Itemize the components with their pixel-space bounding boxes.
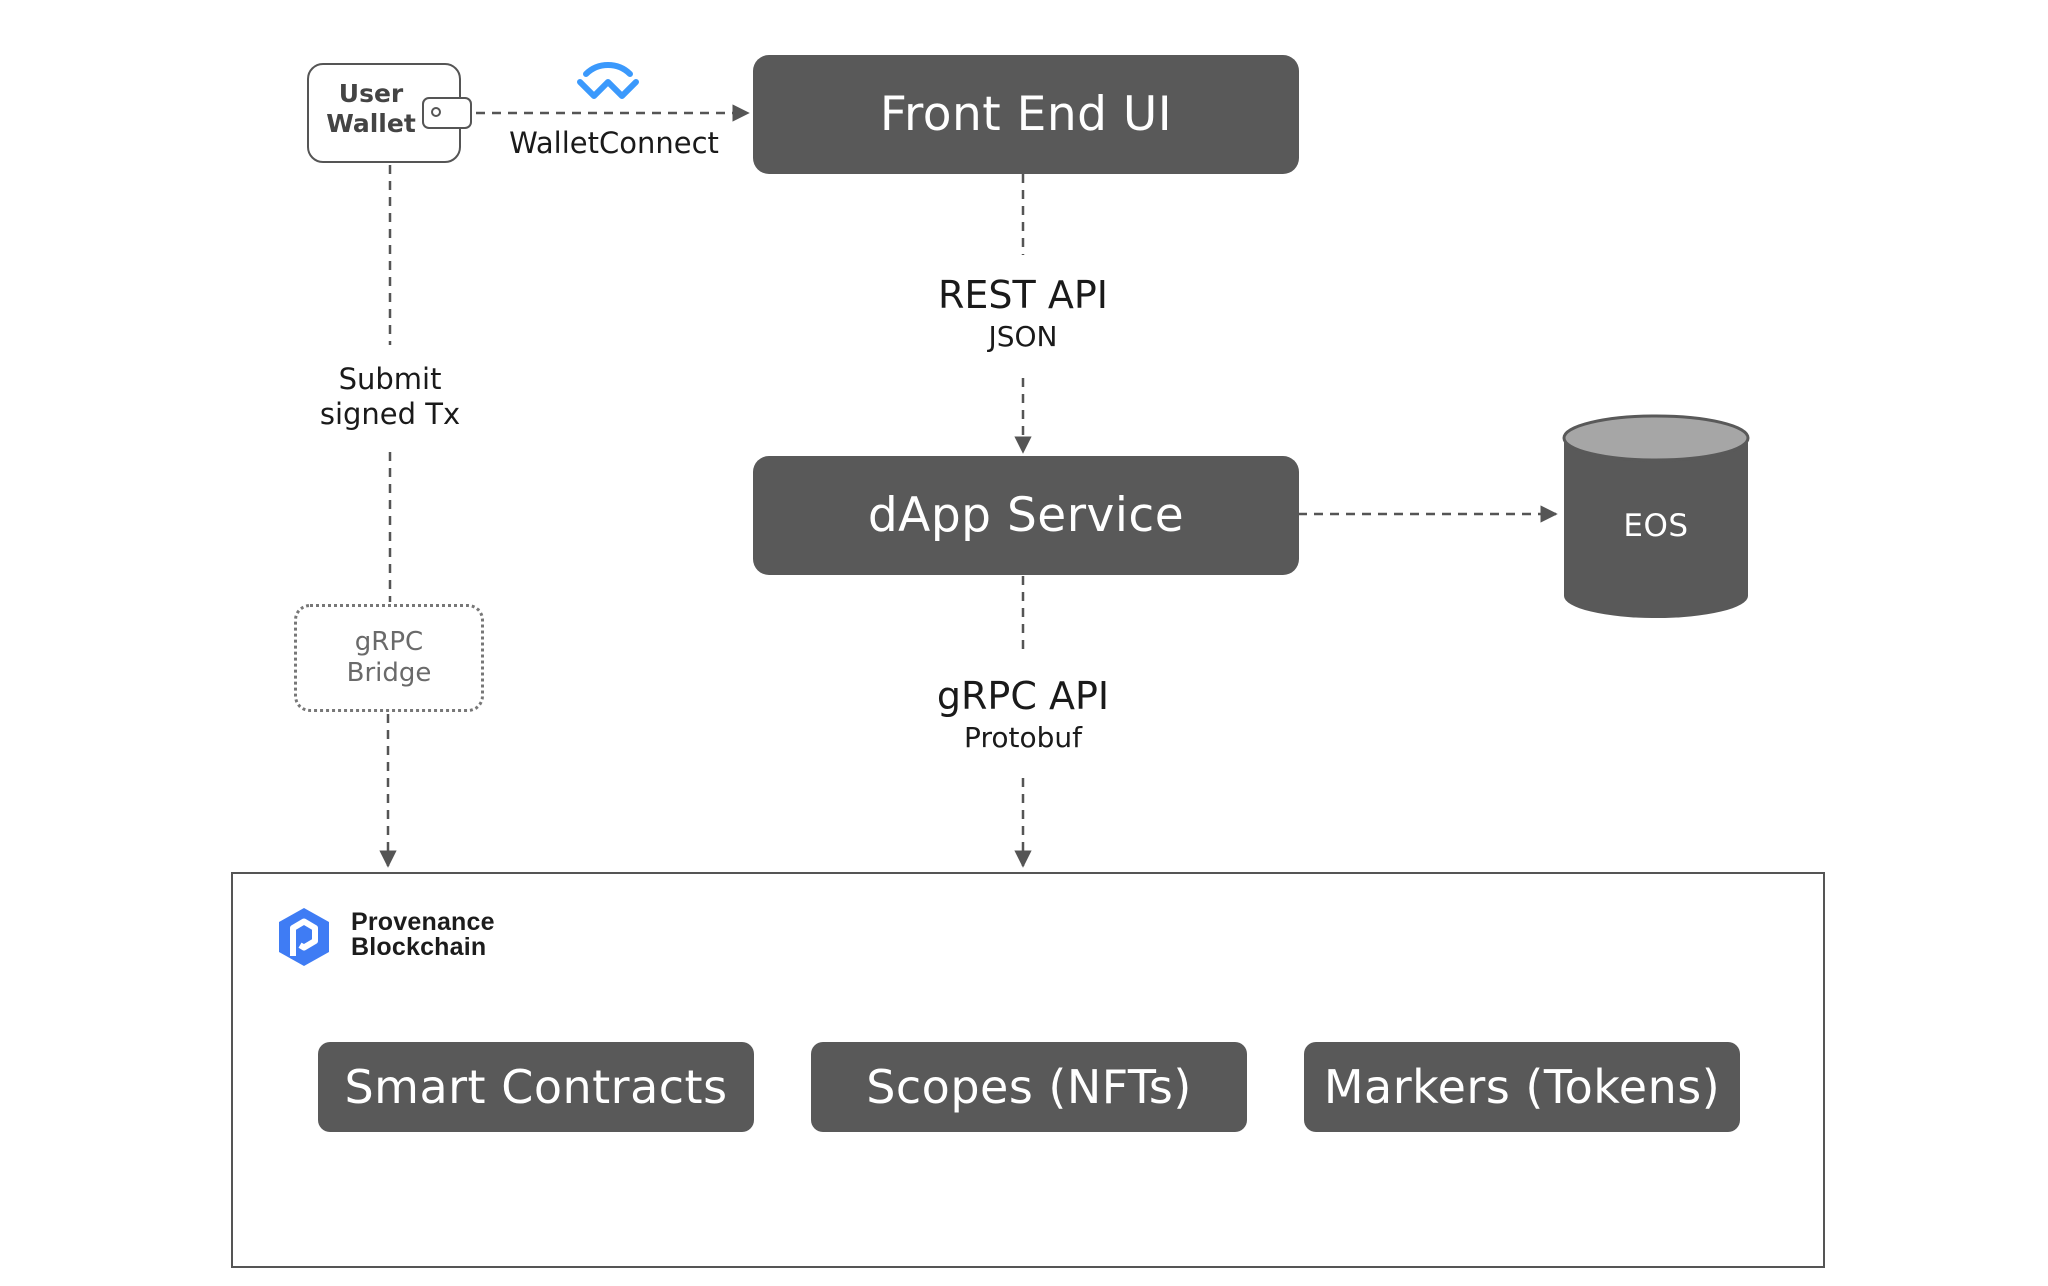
walletconnect-label: WalletConnect bbox=[509, 126, 719, 160]
user-wallet-box: User Wallet bbox=[307, 63, 472, 163]
wallet-clasp-dot bbox=[431, 107, 441, 117]
provenance-blockchain-name: Provenance Blockchain bbox=[351, 908, 495, 961]
module-markers-tokens: Markers (Tokens) bbox=[1304, 1042, 1740, 1132]
grpc-bridge-box: gRPC Bridge bbox=[294, 604, 484, 712]
database-icon bbox=[1562, 414, 1750, 618]
wallet-icon bbox=[422, 97, 472, 129]
grpc-api-format: Protobuf bbox=[964, 721, 1082, 754]
rest-api-title: REST API bbox=[938, 273, 1108, 317]
walletconnect-icon bbox=[577, 62, 639, 99]
module-scopes-nfts: Scopes (NFTs) bbox=[811, 1042, 1247, 1132]
rest-api-format: JSON bbox=[988, 320, 1058, 353]
submit-signed-tx-label: Submit signed Tx bbox=[319, 362, 461, 431]
dapp-service-box: dApp Service bbox=[753, 456, 1299, 575]
module-smart-contracts: Smart Contracts bbox=[318, 1042, 754, 1132]
front-end-ui-box: Front End UI bbox=[753, 55, 1299, 174]
user-wallet-label: User Wallet bbox=[326, 79, 416, 138]
provenance-logo-icon bbox=[279, 908, 329, 966]
eos-label: EOS bbox=[1623, 508, 1689, 544]
grpc-api-title: gRPC API bbox=[936, 674, 1110, 718]
